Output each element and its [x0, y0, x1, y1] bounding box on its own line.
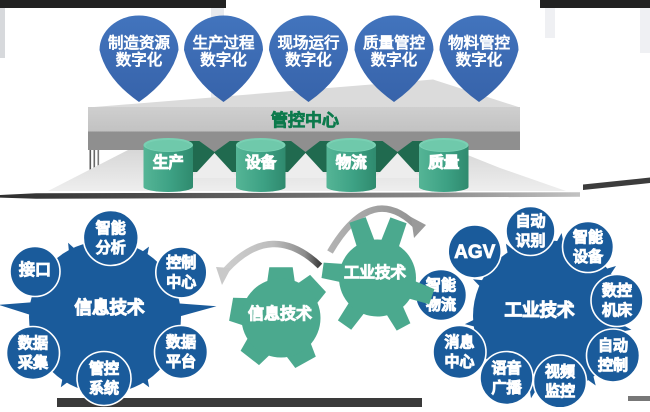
svg-text:管控: 管控	[89, 360, 119, 378]
svg-text:接口: 接口	[19, 260, 51, 279]
svg-text:中心: 中心	[166, 273, 196, 291]
svg-text:数字化: 数字化	[285, 51, 332, 69]
svg-text:数字化: 数字化	[371, 51, 418, 69]
svg-text:自动: 自动	[515, 212, 545, 230]
svg-text:机床: 机床	[602, 301, 633, 319]
svg-text:智能: 智能	[573, 228, 603, 246]
svg-text:系统: 系统	[89, 379, 119, 397]
svg-text:管控中心: 管控中心	[271, 110, 339, 130]
svg-text:控制: 控制	[598, 356, 628, 374]
svg-text:数控: 数控	[602, 282, 632, 300]
svg-text:数字化: 数字化	[456, 51, 503, 69]
svg-text:视频: 视频	[545, 363, 575, 381]
svg-text:数字化: 数字化	[116, 51, 163, 69]
svg-text:AGV: AGV	[454, 242, 496, 263]
svg-text:识别: 识别	[515, 233, 545, 250]
svg-text:工业技术: 工业技术	[505, 300, 575, 320]
svg-text:质量管控: 质量管控	[363, 34, 425, 52]
svg-text:生产: 生产	[153, 153, 184, 172]
svg-text:监控: 监控	[545, 382, 575, 400]
svg-text:物流: 物流	[426, 296, 456, 314]
svg-text:数字化: 数字化	[200, 51, 247, 69]
svg-text:智能: 智能	[96, 219, 126, 237]
svg-text:物流: 物流	[336, 153, 368, 172]
svg-text:物料管控: 物料管控	[448, 34, 510, 52]
svg-text:采集: 采集	[17, 354, 49, 372]
svg-text:制造资源: 制造资源	[108, 34, 170, 52]
svg-text:信息技术: 信息技术	[75, 298, 145, 318]
svg-text:设备: 设备	[573, 248, 604, 266]
svg-text:工业技术: 工业技术	[344, 263, 407, 282]
svg-text:设备: 设备	[245, 153, 277, 172]
svg-text:中心: 中心	[444, 353, 474, 371]
svg-text:现场运行: 现场运行	[277, 34, 339, 52]
svg-text:信息技术: 信息技术	[248, 304, 312, 323]
svg-text:广播: 广播	[491, 379, 522, 397]
svg-text:数据: 数据	[166, 333, 196, 351]
svg-text:控制: 控制	[166, 254, 196, 272]
svg-text:数据: 数据	[18, 334, 48, 352]
svg-text:分析: 分析	[96, 239, 126, 257]
svg-text:生产过程: 生产过程	[192, 34, 254, 52]
svg-text:消息: 消息	[444, 333, 474, 351]
svg-text:自动: 自动	[598, 337, 628, 355]
svg-text:质量: 质量	[428, 153, 460, 172]
svg-text:平台: 平台	[166, 353, 196, 371]
svg-text:语音: 语音	[491, 359, 521, 377]
